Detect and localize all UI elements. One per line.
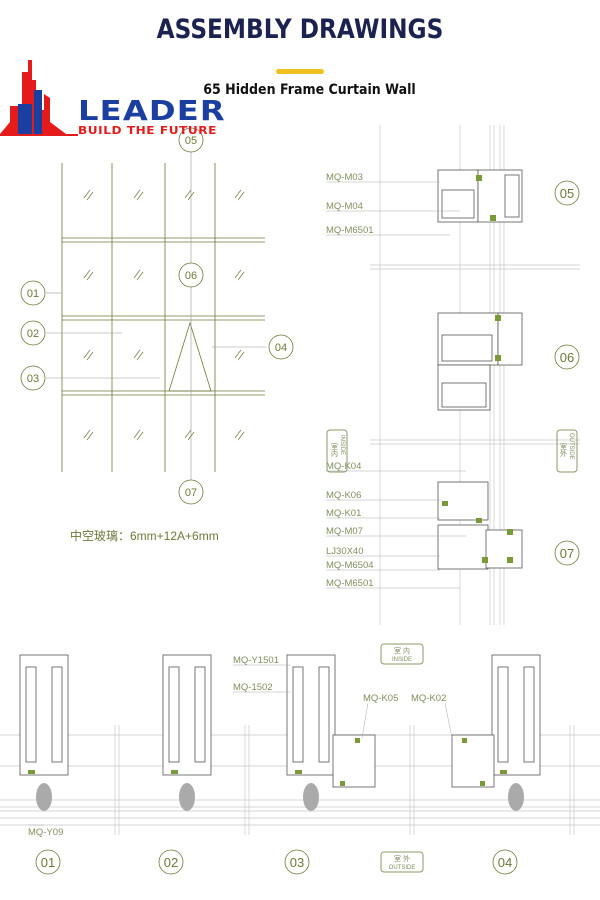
profile-shapes <box>437 169 523 570</box>
svg-text:室 内: 室 内 <box>394 646 410 655</box>
label-mq-m07: MQ-M07 <box>326 526 363 537</box>
callout-04-bottom: 04 <box>498 855 512 870</box>
callout-01 <box>20 280 46 306</box>
logo-tagline: BUILD THE FUTURE <box>78 124 217 137</box>
svg-text:OUTSIDE: OUTSIDE <box>389 865 416 871</box>
glass-specification: 中空玻璃：6mm+12A+6mm <box>70 529 219 543</box>
callout-05-label: 05 <box>185 135 197 147</box>
elevation-drawing: 05 06 01 02 03 04 07 <box>20 127 294 505</box>
callout-05-section: 05 <box>560 186 574 201</box>
label-mq-k01: MQ-K01 <box>326 508 361 519</box>
leader-logo: LEADER BUILD THE FUTURE <box>0 60 230 138</box>
callout-06-section: 06 <box>560 350 574 365</box>
callout-01-label: 01 <box>27 288 39 300</box>
mullion-profiles <box>19 654 541 788</box>
svg-text:室内: 室内 <box>331 442 339 458</box>
svg-text:INSIDE: INSIDE <box>339 435 345 455</box>
inside-tag: 室内 INSIDE <box>326 429 348 473</box>
callout-07-section: 07 <box>560 546 574 561</box>
callout-03 <box>20 365 46 391</box>
label-mq-y09: MQ-Y09 <box>28 827 63 838</box>
svg-text:INSIDE: INSIDE <box>392 657 412 663</box>
label-mq-m6501-lower: MQ-M6501 <box>326 578 374 589</box>
callout-04-label: 04 <box>275 342 287 354</box>
label-mq-m6504: MQ-M6504 <box>326 560 374 571</box>
label-mq-m6501: MQ-M6501 <box>326 225 374 236</box>
horizontal-section-drawing: MQ-Y1501 MQ-1502 MQ-K05 MQ-K02 MQ-Y09 室 … <box>0 643 600 875</box>
label-lj30x40: LJ30X40 <box>326 546 364 557</box>
logo-wordmark: LEADER <box>78 94 226 127</box>
callout-02-label: 02 <box>27 328 39 340</box>
spacer-blocks <box>36 783 524 811</box>
page-subtitle: 65 Hidden Frame Curtain Wall <box>203 82 416 98</box>
callout-03-label: 03 <box>27 373 39 385</box>
title-underline-accent <box>276 69 324 74</box>
callout-06 <box>178 262 204 288</box>
outside-tag: 室外 OUTSIDE <box>556 429 578 473</box>
vertical-section-drawing: MQ-M03 MQ-M04 MQ-M6501 MQ-K04 MQ-K06 MQ-… <box>326 125 580 625</box>
callout-07 <box>178 479 204 505</box>
label-mq-k04: MQ-K04 <box>326 461 361 472</box>
label-mq-m04: MQ-M04 <box>326 201 363 212</box>
callout-03-bottom: 03 <box>290 855 304 870</box>
callout-01-bottom: 01 <box>41 855 55 870</box>
label-mq-1502: MQ-1502 <box>233 682 273 693</box>
callout-05 <box>178 127 204 153</box>
callout-02 <box>20 320 46 346</box>
svg-text:室外: 室外 <box>560 442 568 458</box>
label-mq-y1501: MQ-Y1501 <box>233 655 279 666</box>
building-logo-icon <box>0 60 78 136</box>
label-mq-m03: MQ-M03 <box>326 172 363 183</box>
label-mq-k06: MQ-K06 <box>326 490 361 501</box>
gasket-marks <box>442 175 513 563</box>
label-mq-k05: MQ-K05 <box>363 693 398 704</box>
callout-06-label: 06 <box>185 270 197 282</box>
page-title: ASSEMBLY DRAWINGS <box>156 14 444 45</box>
callout-02-bottom: 02 <box>164 855 178 870</box>
glass-hatch-marks <box>83 189 245 441</box>
callout-07-label: 07 <box>185 487 197 499</box>
svg-text:室 外: 室 外 <box>394 854 410 863</box>
label-mq-k02: MQ-K02 <box>411 693 446 704</box>
callout-04 <box>268 334 294 360</box>
inside-tag-bottom: 室 内 INSIDE <box>380 643 424 665</box>
outside-tag-bottom: 室 外 OUTSIDE <box>380 851 424 873</box>
svg-text:OUTSIDE: OUTSIDE <box>568 433 574 460</box>
